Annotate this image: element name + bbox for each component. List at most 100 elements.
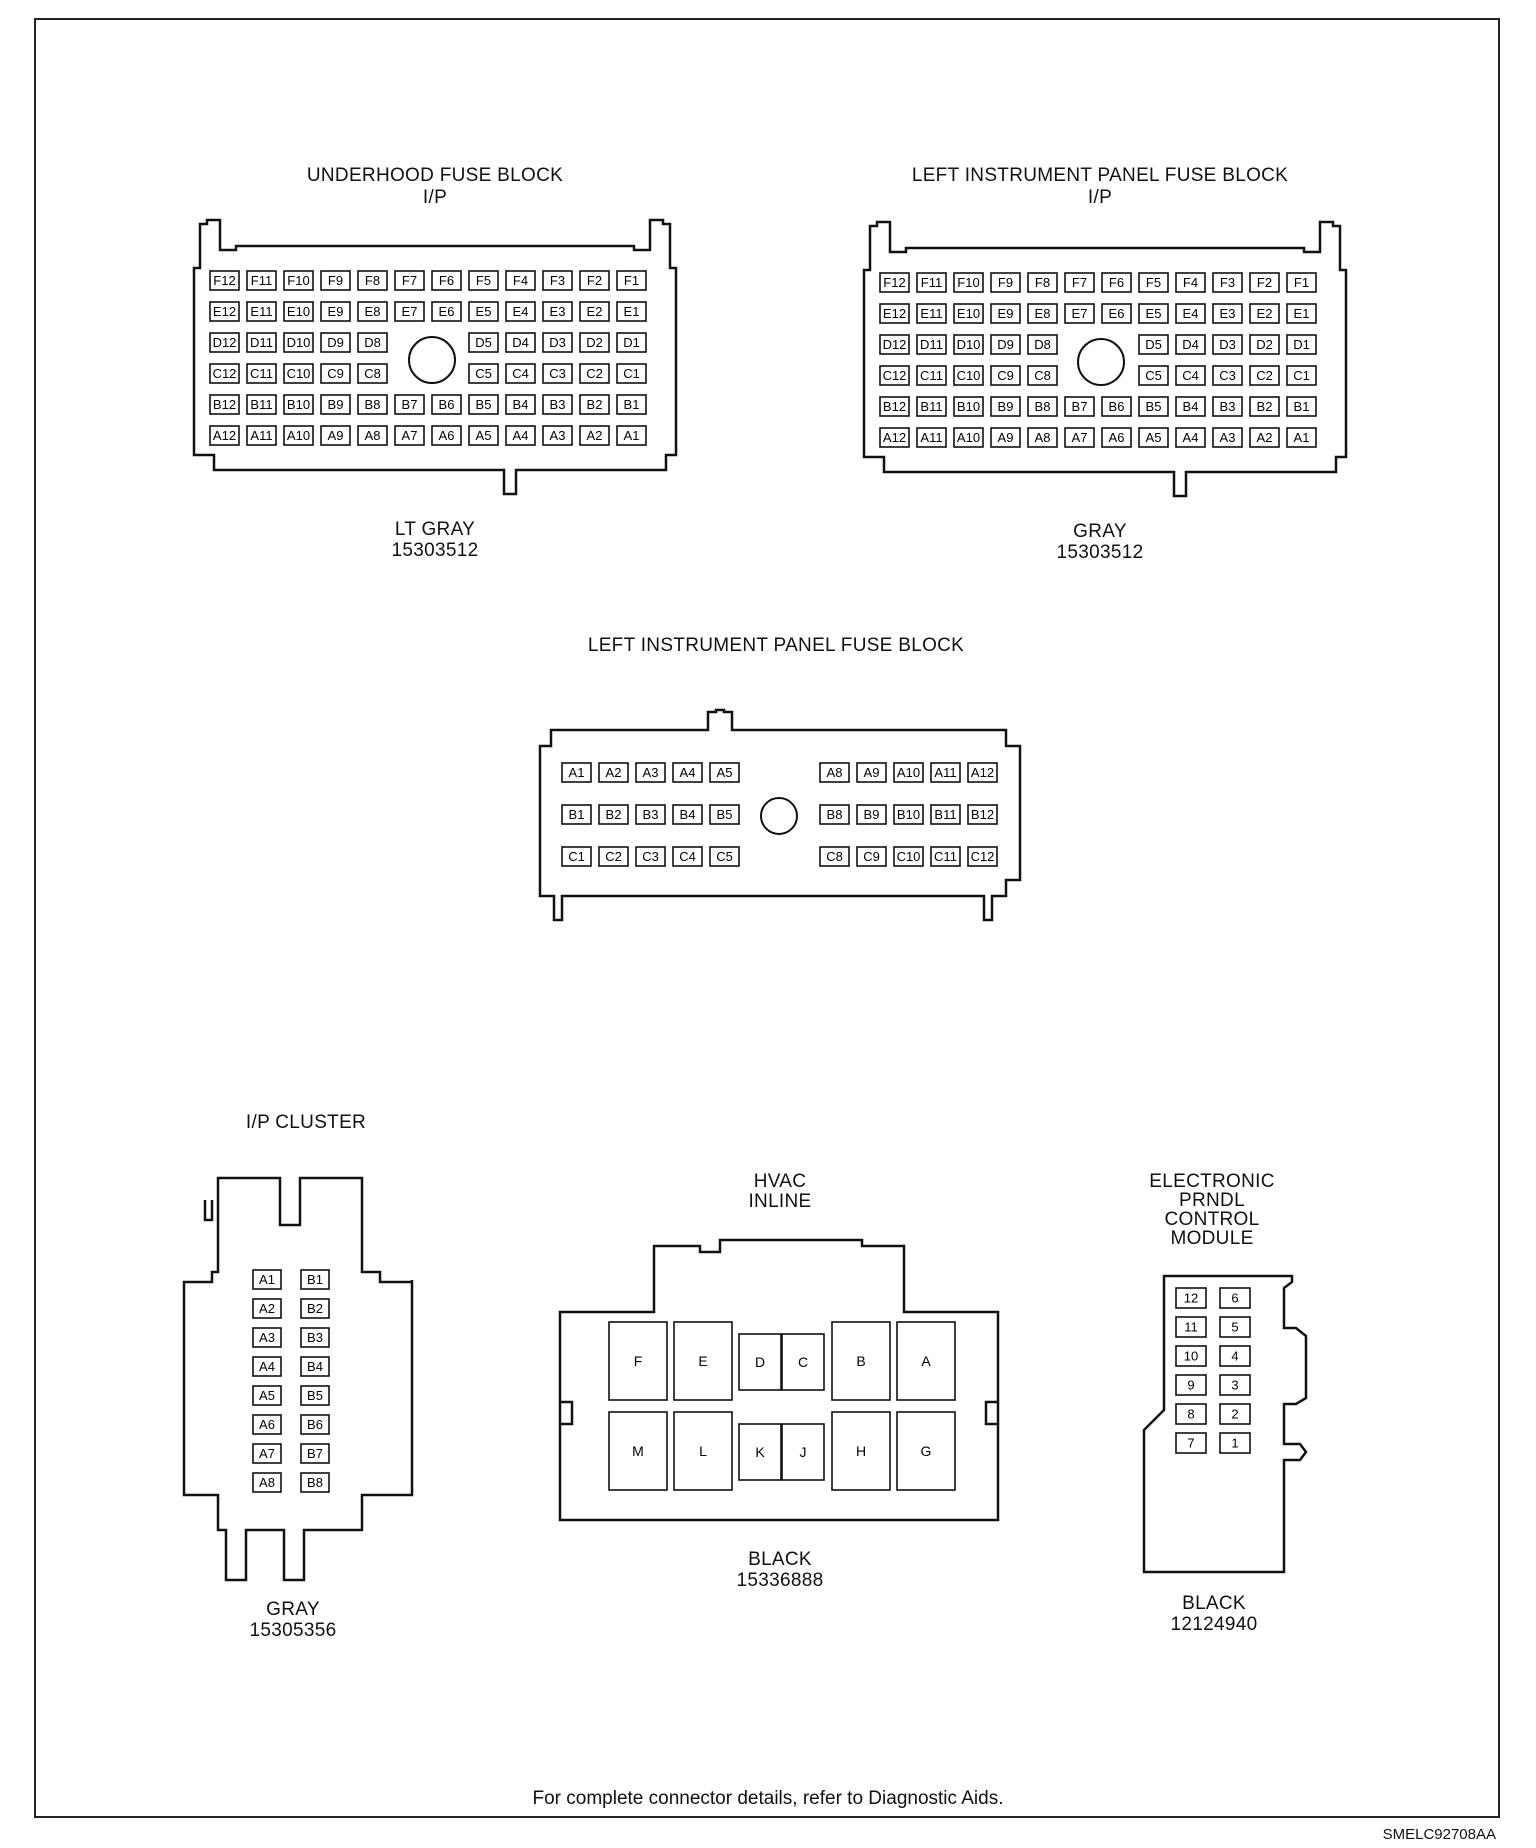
pin-label: D8	[1034, 337, 1051, 352]
pin-A7: A7	[252, 1443, 282, 1464]
pin-label: C11	[920, 368, 943, 383]
pin-label: B5	[1146, 399, 1162, 414]
pin-box	[320, 425, 351, 446]
pin-label: E12	[883, 306, 906, 321]
pin-box	[283, 425, 314, 446]
pin-label: 1	[1231, 1436, 1238, 1451]
pin-label: E2	[1257, 306, 1273, 321]
pin-label: B11	[250, 397, 272, 412]
pin-3: 3	[1219, 1374, 1251, 1396]
pin-D12: D12	[209, 332, 240, 353]
pin-label: B7	[402, 397, 418, 412]
prndl-title-line3: CONTROL	[1164, 1209, 1260, 1230]
pin-box	[1219, 1287, 1251, 1309]
pin-E12: E12	[209, 301, 240, 322]
pin-box	[916, 396, 947, 417]
pin-box	[1212, 272, 1243, 293]
pin-label: A2	[587, 428, 603, 443]
pin-11: 11	[1175, 1316, 1207, 1338]
underhood-part-number: 15303512	[391, 540, 479, 561]
pin-label: F12	[213, 273, 235, 288]
pin-label: E8	[1035, 306, 1051, 321]
pin-A6: A6	[1101, 427, 1132, 448]
pin-box	[672, 804, 703, 825]
pin-label: E12	[213, 304, 236, 319]
pin-C8: C8	[1027, 365, 1058, 386]
pin-E2: E2	[1249, 303, 1280, 324]
pin-label: F4	[1183, 275, 1198, 290]
pin-box	[673, 1411, 733, 1491]
pin-E7: E7	[1064, 303, 1095, 324]
pin-2: 2	[1219, 1403, 1251, 1425]
pin-D1: D1	[1286, 334, 1317, 355]
pin-box	[709, 804, 740, 825]
pin-box	[967, 804, 998, 825]
pin-E: E	[673, 1321, 733, 1401]
pin-label: 9	[1187, 1378, 1194, 1393]
pin-box	[300, 1298, 330, 1319]
pin-C5: C5	[1138, 365, 1169, 386]
pin-box	[542, 425, 573, 446]
figure-code: SMELC92708AA	[1382, 1826, 1496, 1843]
pin-label: 3	[1231, 1378, 1238, 1393]
pin-label: D	[755, 1354, 765, 1370]
pin-box	[246, 394, 277, 415]
pin-box	[246, 270, 277, 291]
pin-box	[252, 1385, 282, 1406]
pin-E4: E4	[505, 301, 536, 322]
pin-box	[300, 1414, 330, 1435]
pin-box	[990, 272, 1021, 293]
pin-label: D1	[1293, 337, 1310, 352]
pin-C8: C8	[819, 846, 850, 867]
pin-C9: C9	[320, 363, 351, 384]
pin-box	[1175, 1374, 1207, 1396]
pin-label: D11	[250, 335, 273, 350]
pin-label: A9	[864, 765, 880, 780]
pin-label: A9	[328, 428, 344, 443]
pin-box	[357, 270, 388, 291]
pin-H: H	[831, 1411, 891, 1491]
pin-label: E	[698, 1353, 707, 1369]
pin-A12: A12	[879, 427, 910, 448]
pin-F5: F5	[1138, 272, 1169, 293]
pin-C12: C12	[967, 846, 998, 867]
pin-box	[300, 1443, 330, 1464]
pin-box	[1212, 427, 1243, 448]
pin-8: 8	[1175, 1403, 1207, 1425]
pin-E1: E1	[1286, 303, 1317, 324]
pin-A3: A3	[252, 1327, 282, 1348]
pin-box	[856, 804, 887, 825]
pin-box	[598, 804, 629, 825]
diagram-frame	[34, 18, 1500, 1818]
hvac-title-line2: INLINE	[748, 1191, 812, 1212]
pin-label: C10	[957, 368, 981, 383]
pin-box	[209, 301, 240, 322]
pin-box	[616, 363, 647, 384]
pin-label: A5	[259, 1388, 275, 1403]
pin-label: B2	[606, 807, 622, 822]
pin-box	[252, 1327, 282, 1348]
pin-E5: E5	[468, 301, 499, 322]
pin-label: F2	[587, 273, 602, 288]
pin-label: F7	[1072, 275, 1087, 290]
pin-B3: B3	[635, 804, 666, 825]
pin-D12: D12	[879, 334, 910, 355]
pin-label: B	[856, 1353, 865, 1369]
pin-box	[1064, 303, 1095, 324]
pin-box	[598, 846, 629, 867]
pin-box	[916, 334, 947, 355]
pin-label: B8	[827, 807, 843, 822]
hvac-title-line1: HVAC	[753, 1171, 807, 1192]
pin-box	[1175, 334, 1206, 355]
pin-label: A10	[957, 430, 980, 445]
pin-box	[468, 301, 499, 322]
pin-box	[1064, 396, 1095, 417]
pin-box	[673, 1321, 733, 1401]
pin-box	[738, 1333, 782, 1391]
pin-label: F8	[1035, 275, 1050, 290]
pin-C3: C3	[635, 846, 666, 867]
pin-box	[579, 301, 610, 322]
pin-box	[616, 270, 647, 291]
pin-box	[561, 846, 592, 867]
pin-box	[1138, 334, 1169, 355]
